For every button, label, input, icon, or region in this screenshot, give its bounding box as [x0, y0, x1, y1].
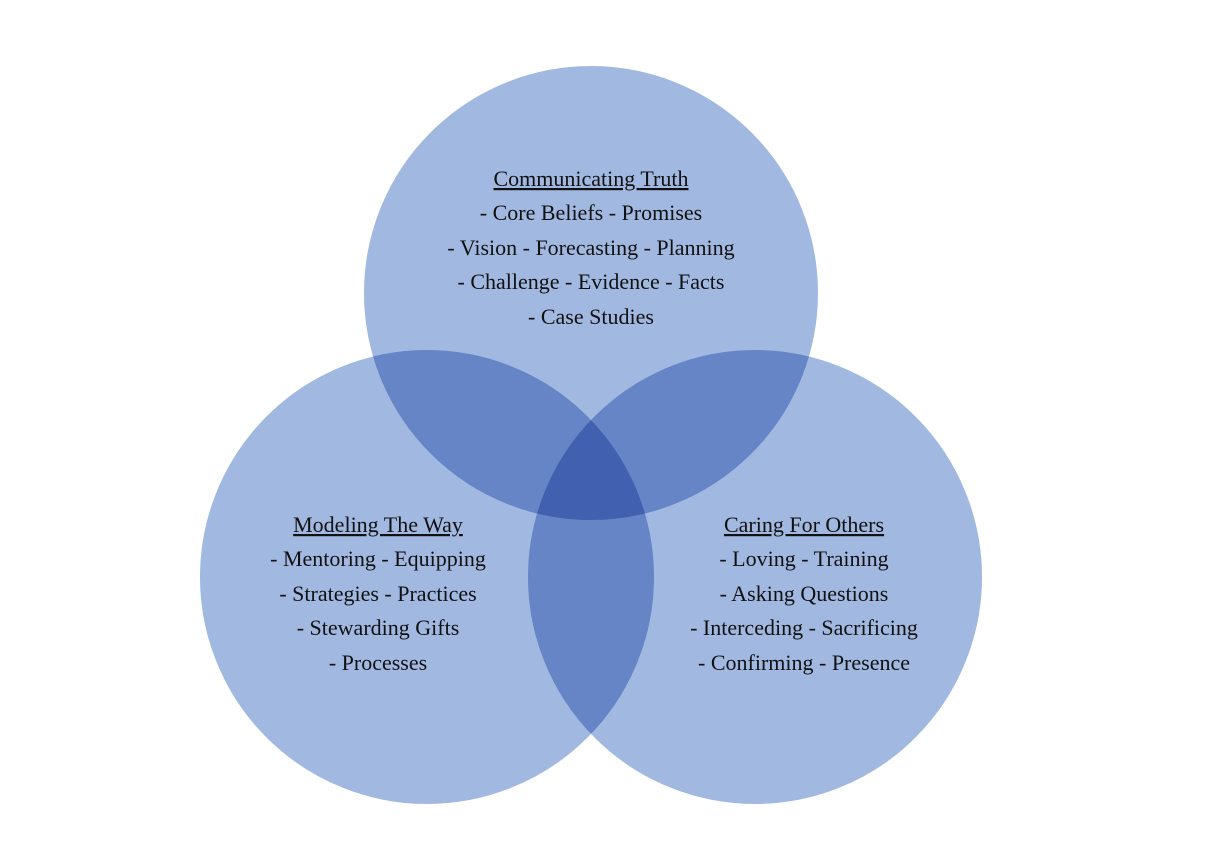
- set-title-communicating-truth: Communicating Truth: [494, 166, 689, 191]
- venn-circles: [198, 64, 984, 806]
- circle-caring-for-others: [526, 348, 984, 806]
- venn-labels: Communicating Truth - Core Beliefs - Pro…: [270, 166, 918, 675]
- set-item-line: - Vision - Forecasting - Planning: [447, 235, 734, 260]
- set-item-line: - Confirming - Presence: [698, 650, 910, 675]
- set-item-line: - Processes: [329, 650, 427, 675]
- set-item-line: - Challenge - Evidence - Facts: [458, 269, 725, 294]
- set-title-caring-for-others: Caring For Others: [724, 512, 884, 537]
- set-item-line: - Stewarding Gifts: [297, 615, 460, 640]
- set-item-line: - Core Beliefs - Promises: [480, 200, 702, 225]
- set-title-modeling-the-way: Modeling The Way: [293, 512, 463, 537]
- set-item-line: - Strategies - Practices: [279, 581, 476, 606]
- set-item-line: - Loving - Training: [719, 546, 888, 571]
- set-item-line: - Case Studies: [528, 304, 654, 329]
- set-item-line: - Asking Questions: [720, 581, 889, 606]
- set-item-line: - Mentoring - Equipping: [270, 546, 486, 571]
- set-item-line: - Interceding - Sacrificing: [690, 615, 918, 640]
